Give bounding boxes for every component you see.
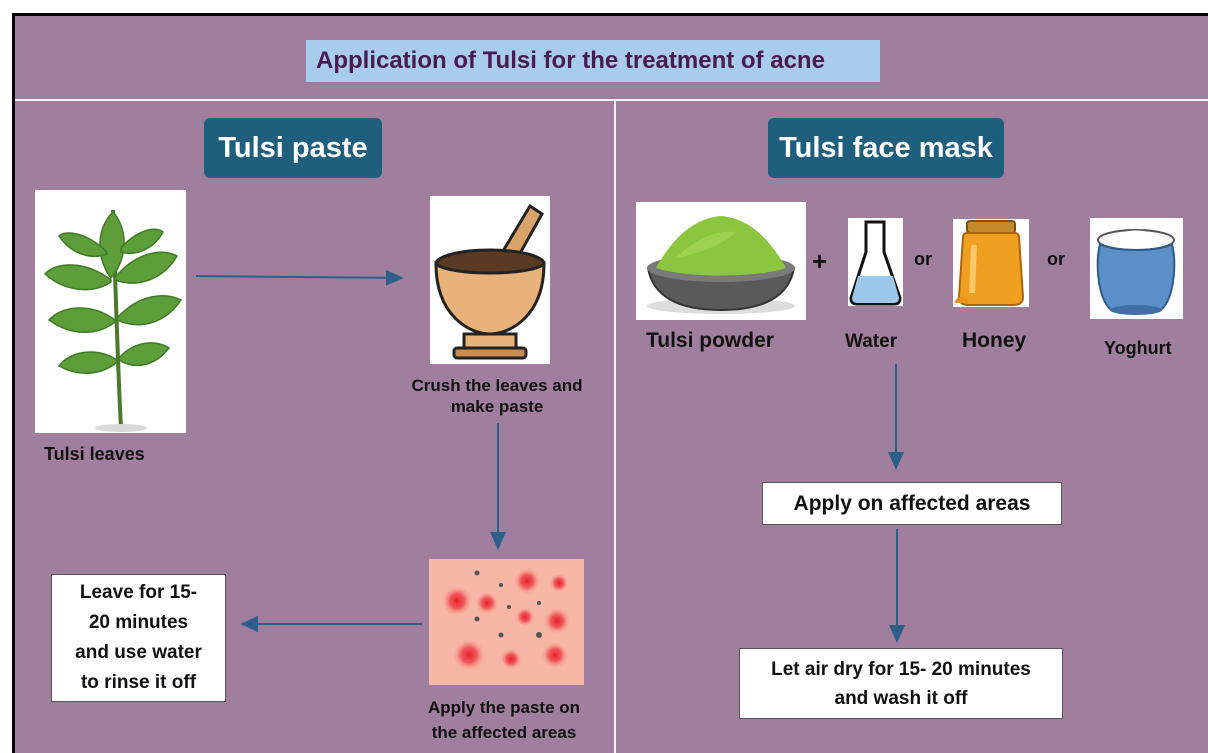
arrow-leaves-to-crush — [196, 276, 402, 278]
